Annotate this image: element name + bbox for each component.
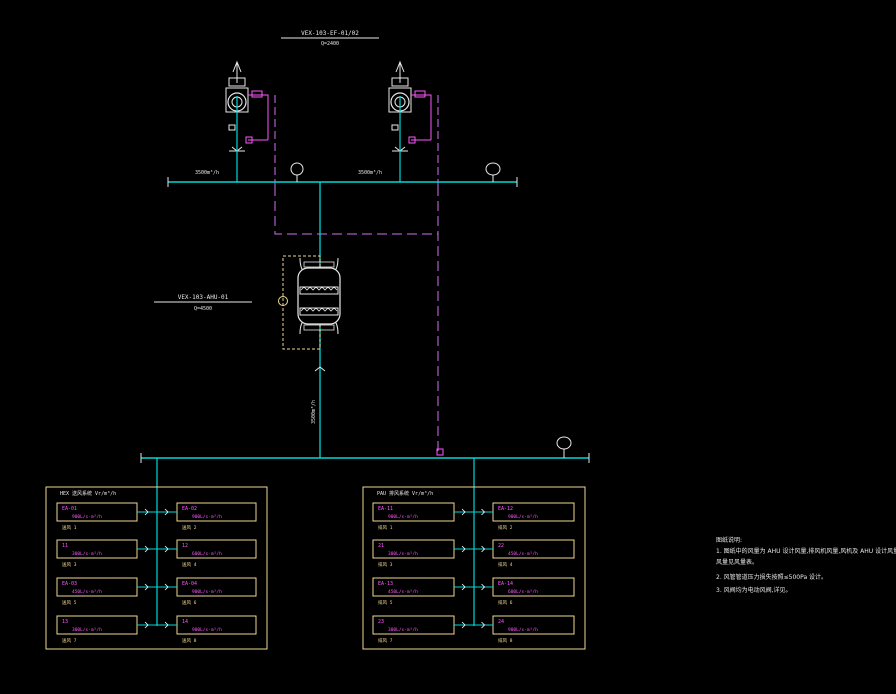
damper-arrow-icon (144, 621, 149, 629)
terminal-zone-label: 送风 4 (182, 561, 197, 568)
damper-arrow-icon (144, 508, 149, 516)
terminal-name: 11 (62, 543, 68, 549)
exhaust-fan-1 (225, 60, 276, 186)
terminal-zone-label: 送风 2 (182, 524, 197, 531)
terminal-airflow: 900L/s·m³/h (72, 514, 102, 520)
terminal-name: EA-12 (498, 506, 513, 512)
damper-arrow-icon (164, 545, 169, 553)
damper-arrow-icon (144, 583, 149, 591)
ahu-sensor-icon (278, 296, 288, 306)
signal-line-1 (274, 186, 438, 235)
flow-left-label: 3500m³/h (195, 170, 219, 176)
terminal-airflow: 450L/s·m³/h (388, 589, 418, 595)
terminal-name: 23 (378, 619, 384, 625)
terminal-name: 14 (182, 619, 188, 625)
terminal-zone-label: 排风 4 (498, 561, 513, 568)
terminal-zone-label: 排风 8 (498, 637, 513, 644)
damper-actuator-icon (436, 448, 444, 456)
terminal-zone-label: 送风 6 (182, 599, 197, 606)
terminal-name: 13 (62, 619, 68, 625)
terminal-zone-label: 送风 3 (62, 561, 77, 568)
terminal-airflow: 600L/s·m³/h (192, 551, 222, 557)
damper-arrow-icon (481, 508, 486, 516)
damper-arrow-icon (164, 621, 169, 629)
notes-title: 图纸说明: (716, 536, 742, 544)
air-handling-unit (282, 255, 341, 350)
notes-line-4: 3. 风阀均为电动风阀,详见。 (716, 586, 792, 594)
terminal-airflow: 300L/s·m³/h (72, 551, 102, 557)
terminal-airflow: 900L/s·m³/h (388, 514, 418, 520)
terminal-zone-label: 排风 5 (378, 599, 393, 606)
design-notes: 图纸说明: 1. 图纸中的风量为 AHU 设计风量,排风机风量,风机及 AHU … (716, 536, 896, 594)
terminal-airflow: 600L/s·m³/h (508, 589, 538, 595)
terminal-airflow: 900L/s·m³/h (192, 589, 222, 595)
terminal-zone-label: 排风 1 (378, 524, 393, 531)
damper-arrow-icon (144, 545, 149, 553)
terminal-name: EA-11 (378, 506, 393, 512)
exhaust-fan-2 (388, 60, 439, 186)
terminal-zone-label: 排风 3 (378, 561, 393, 568)
terminal-airflow: 900L/s·m³/h (192, 514, 222, 520)
terminal-name: 24 (498, 619, 504, 625)
pressure-sensor-icon (485, 162, 501, 176)
ahu-spec-label: Q=4500 (194, 306, 212, 312)
right-zone-panel (362, 486, 586, 650)
terminal-zone-label: 送风 1 (62, 524, 77, 531)
fan-spec-label: Q=2400 (321, 41, 339, 47)
terminal-name: EA-03 (62, 581, 77, 587)
terminal-zone-label: 排风 2 (498, 524, 513, 531)
damper-arrow-icon (461, 508, 466, 516)
terminal-name: EA-13 (378, 581, 393, 587)
duct-sensor-icon (556, 436, 572, 450)
damper-arrow-icon (481, 545, 486, 553)
flow-right-label: 3500m³/h (358, 170, 382, 176)
notes-line-2: 风量见风量表。 (716, 558, 758, 566)
terminal-zone-label: 送风 8 (182, 637, 197, 644)
terminal-zone-label: 排风 6 (498, 599, 513, 606)
damper-arrow-icon (481, 583, 486, 591)
terminal-airflow: 900L/s·m³/h (192, 627, 222, 633)
fan1-control-wire (248, 94, 269, 140)
damper-arrow-icon (461, 621, 466, 629)
terminal-airflow: 900L/s·m³/h (508, 627, 538, 633)
damper-arrow-icon (461, 583, 466, 591)
notes-line-1: 1. 图纸中的风量为 AHU 设计风量,排风机风量,风机及 AHU 设计风量, (716, 547, 896, 555)
terminal-units: EA-01 900L/s·m³/h 送风 1 EA-02 900L/s·m³/h 送风 2… (56, 502, 575, 644)
terminal-name: EA-14 (498, 581, 513, 587)
terminal-zone-label: 送风 5 (62, 599, 77, 606)
terminal-airflow: 300L/s·m³/h (388, 627, 418, 633)
terminal-airflow: 300L/s·m³/h (72, 627, 102, 633)
terminal-zone-label: 排风 7 (378, 637, 393, 644)
terminal-name: EA-01 (62, 506, 77, 512)
left-panel-title: HEX 送风系统 Vr/m³/h (60, 490, 116, 497)
right-panel-title: PAU 排风系统 Vr/m³/h (377, 490, 433, 497)
terminal-name: 12 (182, 543, 188, 549)
damper-arrow-icon (481, 621, 486, 629)
left-zone-panel (45, 486, 268, 650)
terminal-zone-label: 送风 7 (62, 637, 77, 644)
terminal-airflow: 900L/s·m³/h (508, 514, 538, 520)
fan-tag-label: VEX-103-EF-01/02 (301, 30, 359, 37)
terminal-airflow: 450L/s·m³/h (72, 589, 102, 595)
flow-main-label: 3500m³/h (311, 400, 317, 424)
fan2-control-wire (411, 94, 432, 140)
terminal-name: EA-04 (182, 581, 197, 587)
terminal-name: 21 (378, 543, 384, 549)
terminal-name: EA-02 (182, 506, 197, 512)
damper-arrow-icon (461, 545, 466, 553)
damper-arrow-icon (164, 583, 169, 591)
terminal-airflow: 300L/s·m³/h (388, 551, 418, 557)
pressure-gauge-icon (290, 162, 304, 176)
notes-line-3: 2. 风管管道压力损失按照≤500Pa 设计。 (716, 573, 827, 581)
terminal-name: 22 (498, 543, 504, 549)
ahu-tag-label: VEX-103-AHU-01 (178, 294, 229, 301)
damper-arrow-icon (164, 508, 169, 516)
terminal-airflow: 450L/s·m³/h (508, 551, 538, 557)
